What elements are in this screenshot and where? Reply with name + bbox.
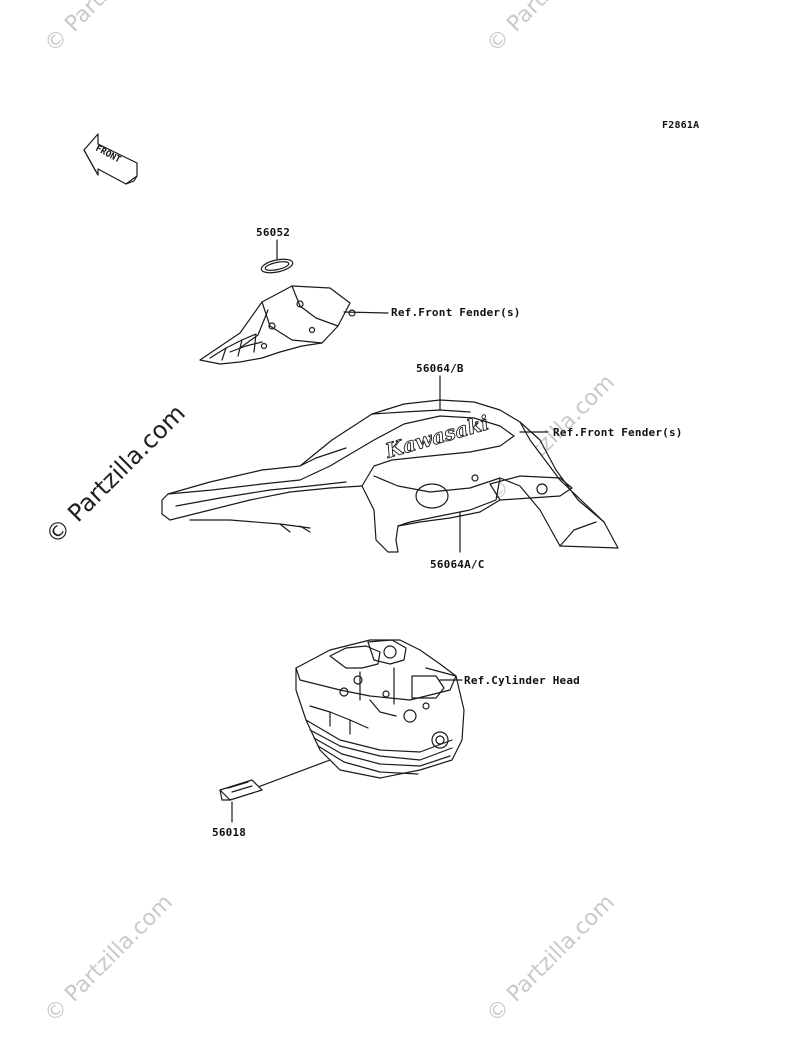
cylinder-head (249, 639, 465, 791)
figure-code: F2861A (662, 120, 700, 131)
callout-56052: 56052 (256, 226, 291, 239)
callout-56064b: 56064/B (416, 362, 464, 375)
callout-56018: 56018 (212, 826, 247, 839)
callout-56064ac: 56064A/C (430, 558, 485, 571)
front-fender-main: Kawasaki (161, 375, 619, 553)
part-56052-emblem (260, 239, 294, 274)
front-arrow-icon: FRONT (83, 133, 138, 185)
callout-ref-front-fender-2: Ref.Front Fender(s) (553, 426, 683, 439)
callout-ref-cylinder-head: Ref.Cylinder Head (464, 674, 580, 687)
callout-ref-front-fender-1: Ref.Front Fender(s) (391, 306, 521, 319)
front-fender-upper (199, 285, 389, 365)
part-56018-plate (219, 779, 263, 823)
